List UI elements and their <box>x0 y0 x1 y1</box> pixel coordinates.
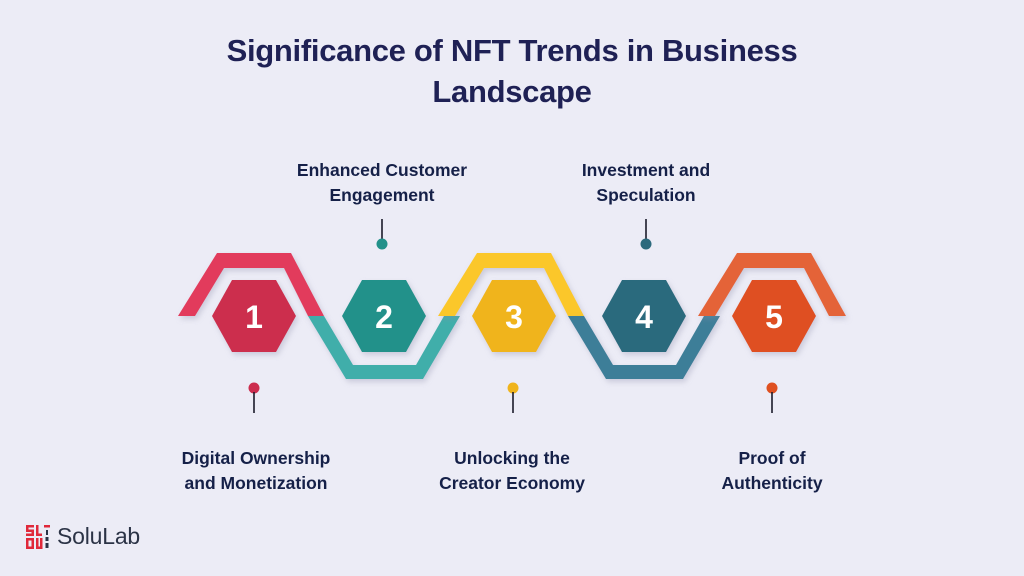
pin-step-3 <box>507 382 519 413</box>
pin-step-4 <box>640 219 652 250</box>
label-step-4-line-2: Speculation <box>596 185 696 205</box>
label-step-2-line-2: Engagement <box>329 185 435 205</box>
pin-step-1 <box>248 382 260 413</box>
pin-step-5 <box>766 382 778 413</box>
solulab-logo-icon <box>26 524 50 549</box>
label-step-1: Digital Ownership and Monetization <box>136 446 376 496</box>
band-step-4 <box>568 316 720 379</box>
band-step-1 <box>178 253 324 316</box>
label-step-3-line-1: Unlocking the <box>454 448 570 468</box>
label-step-3-line-2: Creator Economy <box>439 473 585 493</box>
hexagon-step-3: 3 <box>472 280 556 352</box>
band-step-3 <box>438 253 584 316</box>
label-step-3: Unlocking the Creator Economy <box>392 446 632 496</box>
step-number-3: 3 <box>505 299 523 335</box>
step-number-2: 2 <box>375 299 393 335</box>
step-number-5: 5 <box>765 299 783 335</box>
label-step-1-line-1: Digital Ownership <box>181 448 331 468</box>
band-step-5 <box>698 253 846 316</box>
title-line-1: Significance of NFT Trends in Business <box>226 33 798 68</box>
title-line-2: Landscape <box>432 74 592 109</box>
pin-step-2 <box>376 219 388 250</box>
band-step-2 <box>308 316 460 379</box>
label-step-4-line-1: Investment and <box>581 160 711 180</box>
solulab-logo: SoluLab <box>26 523 140 550</box>
label-step-1-line-2: and Monetization <box>184 473 328 493</box>
label-step-4: Investment and Speculation <box>526 158 766 208</box>
step-number-4: 4 <box>635 299 653 335</box>
label-step-2-line-1: Enhanced Customer <box>296 160 468 180</box>
logo-text: SoluLab <box>57 523 141 549</box>
label-step-5: Proof of Authenticity <box>652 446 892 496</box>
label-step-5-line-2: Authenticity <box>721 473 823 493</box>
hexagon-step-4: 4 <box>602 280 686 352</box>
label-step-5-line-1: Proof of <box>738 448 806 468</box>
hexagon-step-5: 5 <box>732 280 816 352</box>
page-title: Significance of NFT Trends in Business L… <box>0 30 1024 112</box>
step-number-1: 1 <box>245 299 263 335</box>
hexagon-step-2: 2 <box>342 280 426 352</box>
hexagon-step-1: 1 <box>212 280 296 352</box>
label-step-2: Enhanced Customer Engagement <box>262 158 502 208</box>
